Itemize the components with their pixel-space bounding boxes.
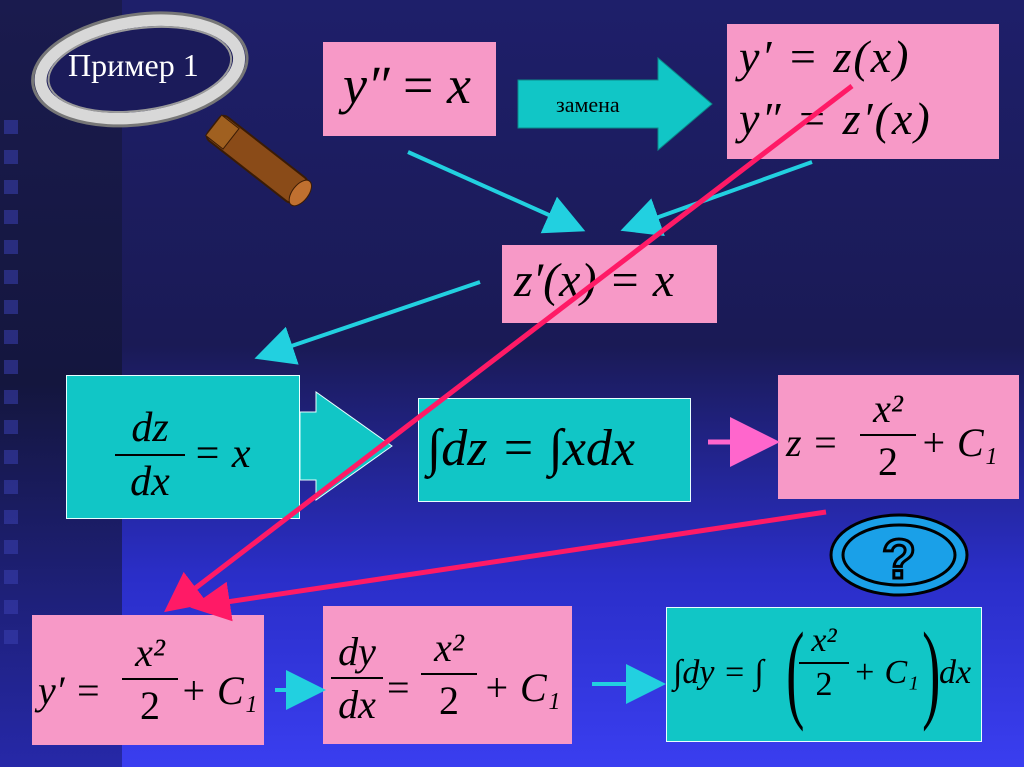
- replace-arrow-label: замена: [556, 92, 620, 118]
